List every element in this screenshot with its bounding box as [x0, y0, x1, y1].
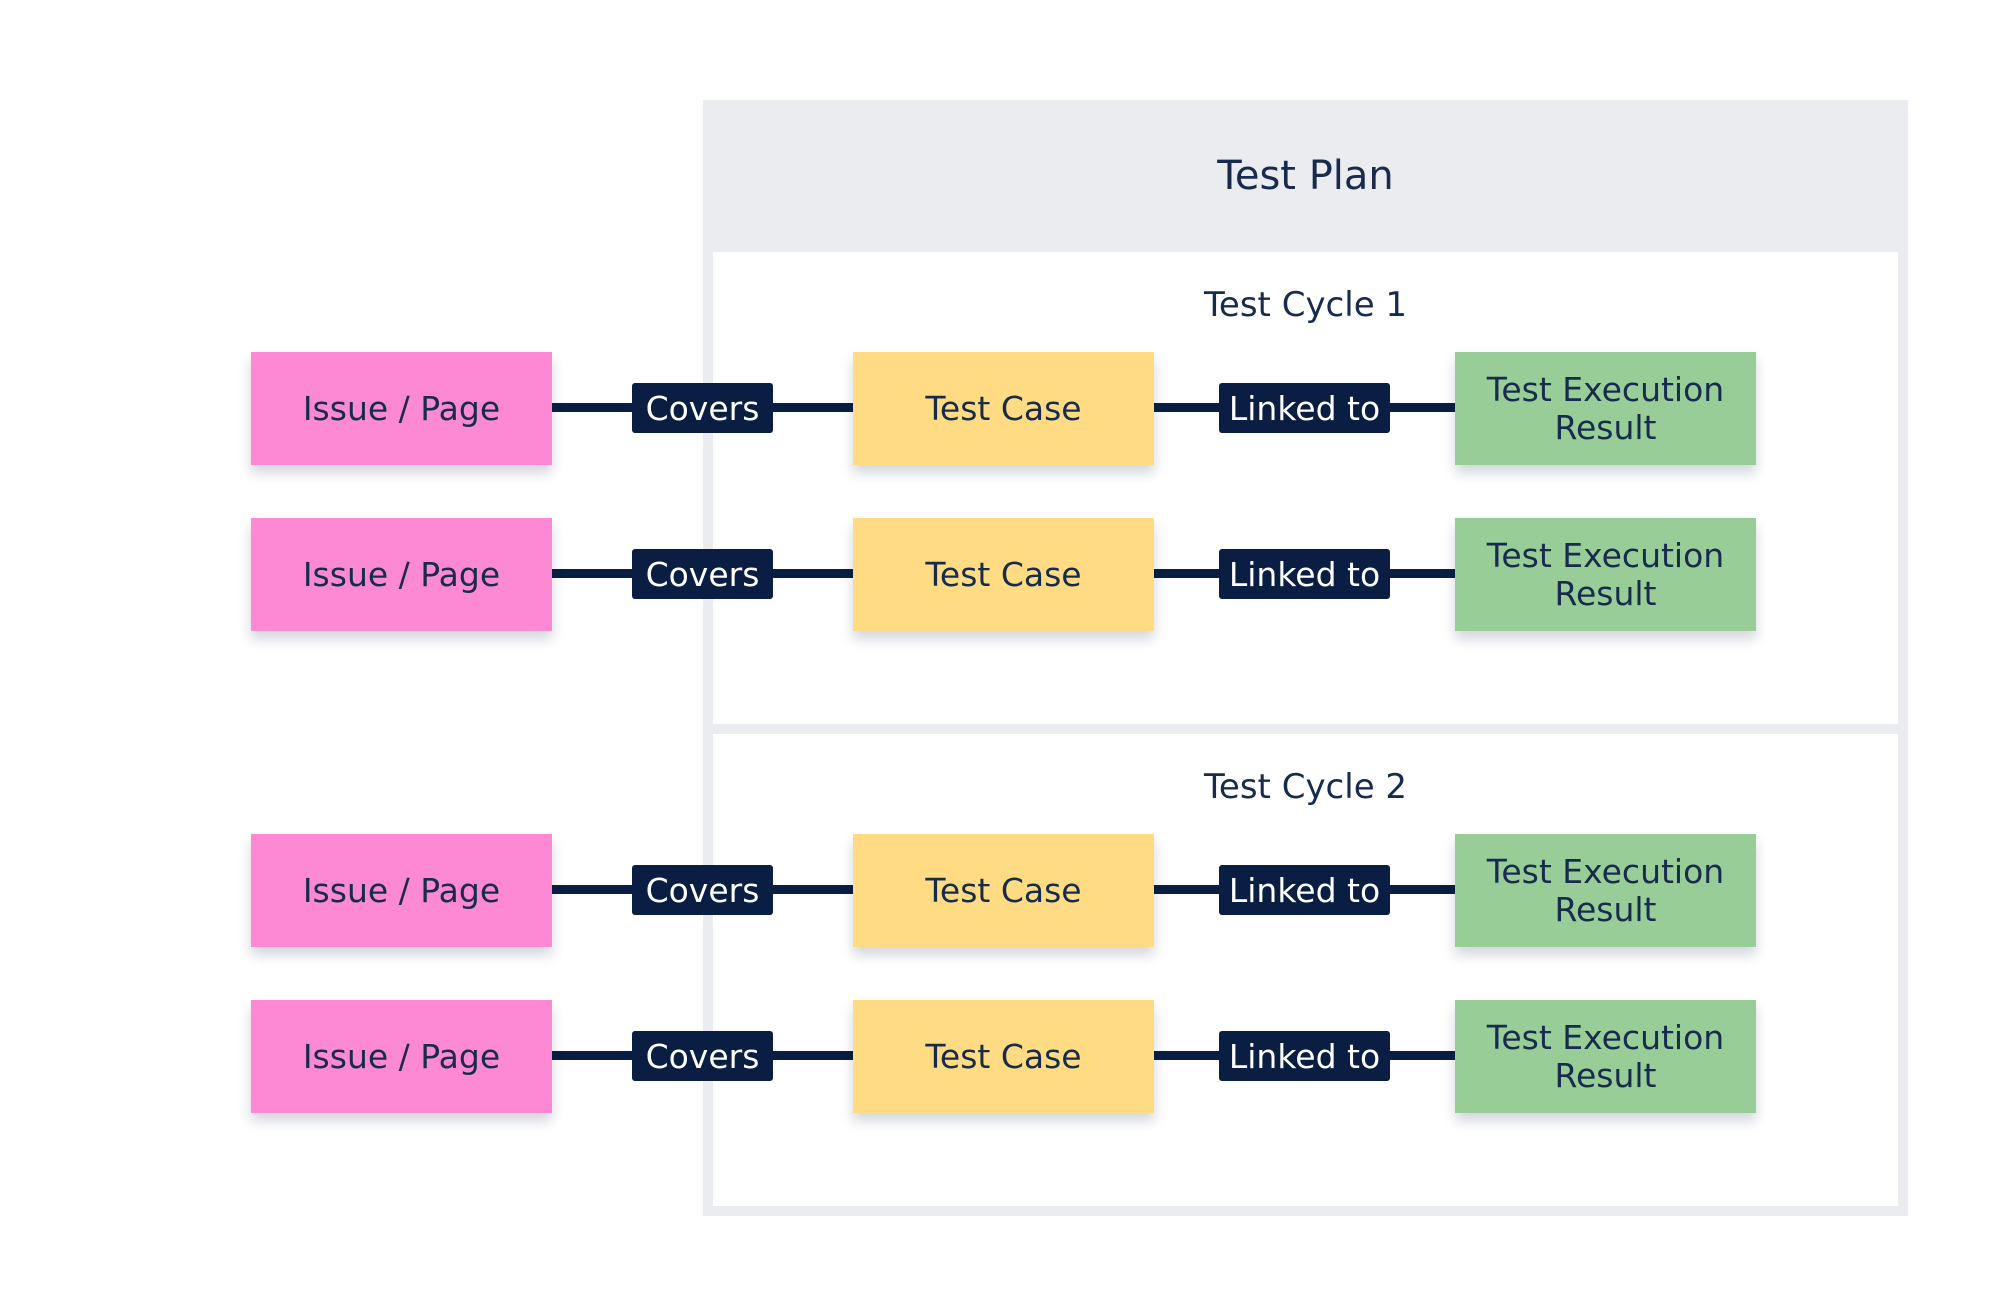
linked-to-label: Linked to — [1219, 865, 1390, 915]
test-case-box: Test Case — [853, 834, 1154, 947]
issue-page-box: Issue / Page — [251, 834, 552, 947]
test-cycle-2-title: Test Cycle 2 — [1203, 767, 1408, 807]
issue-page-box: Issue / Page — [251, 1000, 552, 1113]
test-case-box: Test Case — [853, 518, 1154, 631]
covers-label: Covers — [632, 865, 773, 915]
linked-to-label: Linked to — [1219, 549, 1390, 599]
test-execution-result-box: Test Execution Result — [1455, 518, 1756, 631]
linked-to-label: Linked to — [1219, 1031, 1390, 1081]
issue-page-box: Issue / Page — [251, 352, 552, 465]
test-case-box: Test Case — [853, 1000, 1154, 1113]
covers-label: Covers — [632, 383, 773, 433]
test-execution-result-box: Test Execution Result — [1455, 834, 1756, 947]
test-plan-title: Test Plan — [1217, 153, 1394, 199]
covers-label: Covers — [632, 549, 773, 599]
linked-to-label: Linked to — [1219, 383, 1390, 433]
test-cycle-1-panel — [713, 252, 1898, 724]
test-execution-result-box: Test Execution Result — [1455, 352, 1756, 465]
test-cycle-1-title: Test Cycle 1 — [1203, 285, 1408, 325]
issue-page-box: Issue / Page — [251, 518, 552, 631]
test-case-box: Test Case — [853, 352, 1154, 465]
covers-label: Covers — [632, 1031, 773, 1081]
test-execution-result-box: Test Execution Result — [1455, 1000, 1756, 1113]
test-cycle-2-panel — [713, 734, 1898, 1206]
